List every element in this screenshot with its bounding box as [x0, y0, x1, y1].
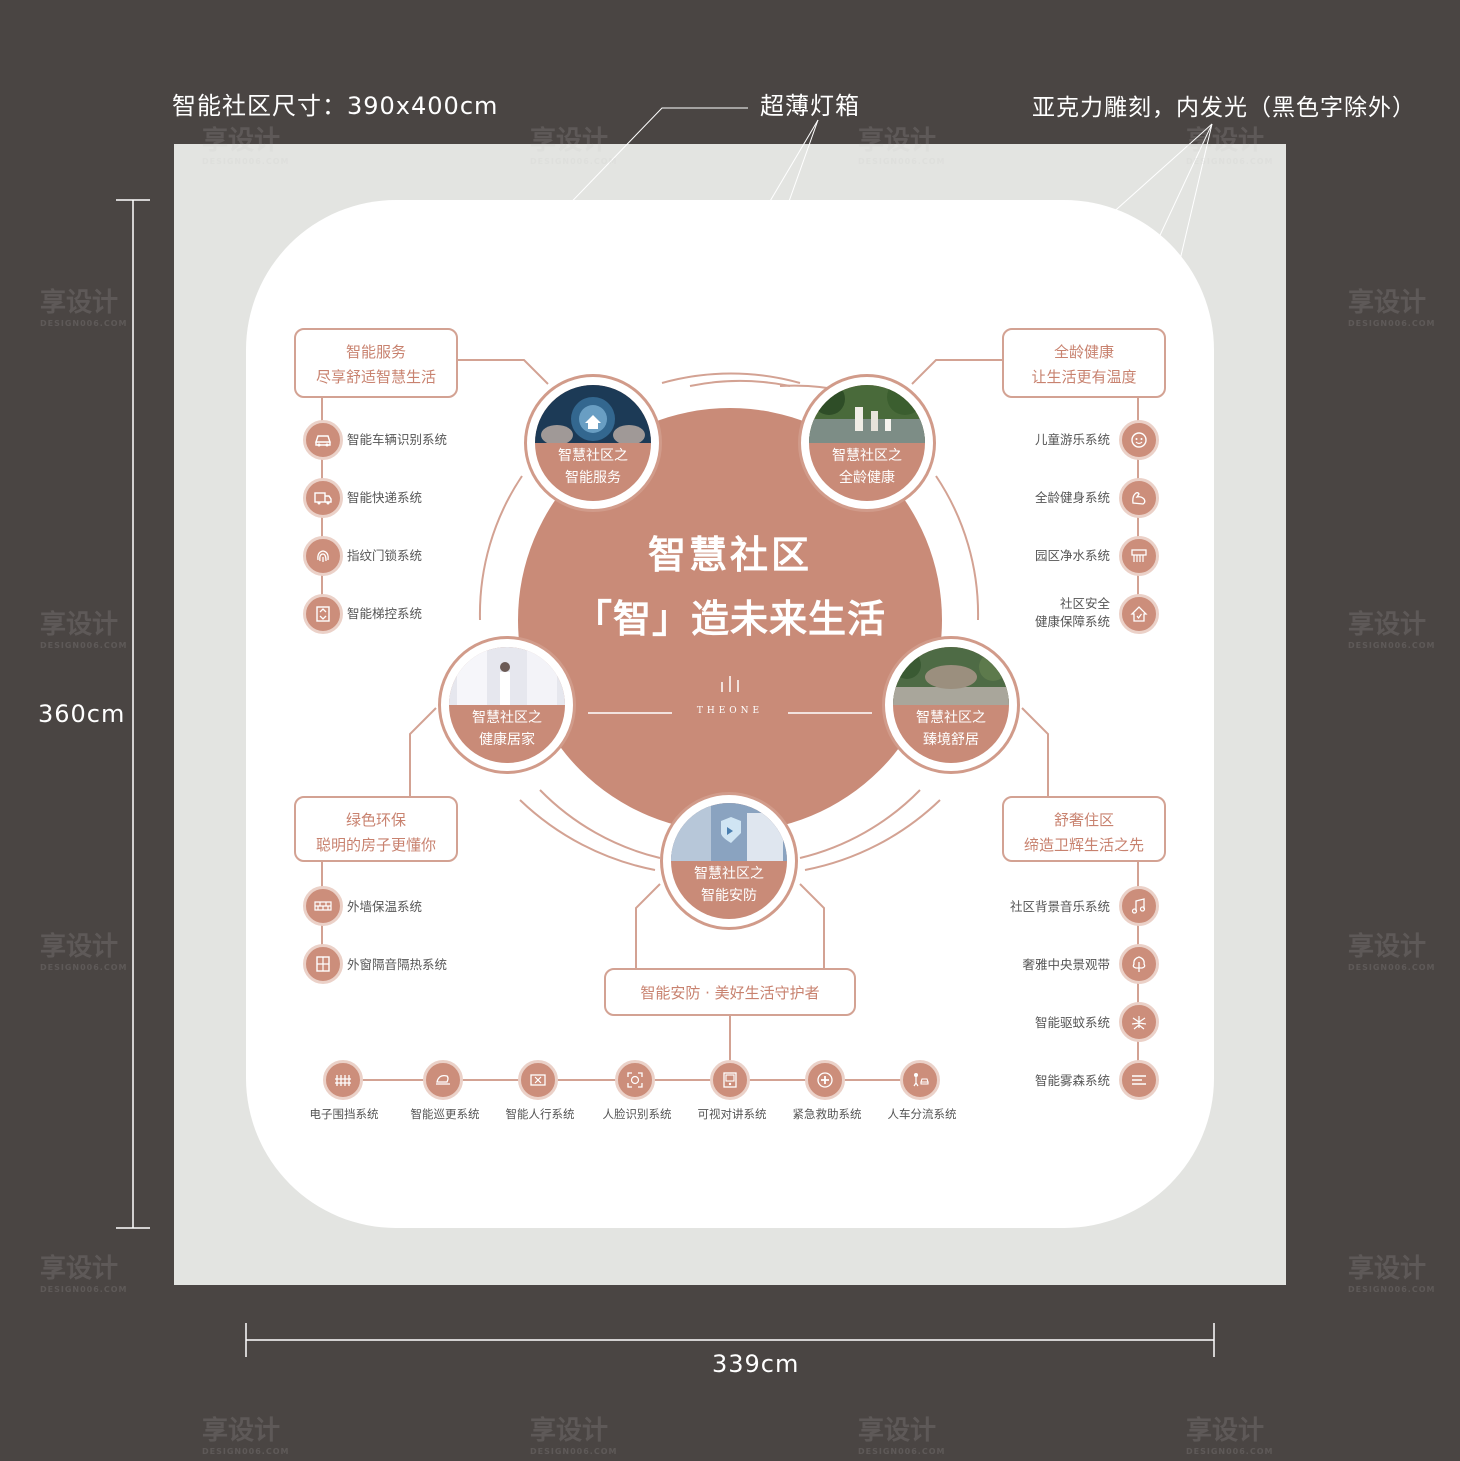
hub-healthy-home: 智慧社区之健康居家	[438, 636, 576, 774]
car-icon	[303, 420, 343, 460]
brand-logo: THEONE	[696, 706, 764, 716]
feature-label: 智能巡更系统	[410, 1107, 480, 1121]
center-title: 智慧社区	[647, 533, 812, 577]
hub-inner: 智慧社区之智能服务	[535, 385, 651, 501]
feature-label: 全龄健身系统	[1034, 490, 1110, 505]
feature-label: 智能车辆识别系统	[347, 432, 448, 447]
box-smart-security: 智能安防 · 美好生活守护者	[604, 968, 856, 1016]
box-luxury: 舒奢住区缔造卫辉生活之先	[1002, 796, 1166, 862]
center-subtitle: 「智」造未来生活	[573, 597, 886, 641]
box-full-age-health: 全龄健康让生活更有温度	[1002, 328, 1166, 398]
feature-label: 社区背景音乐系统	[1009, 899, 1110, 914]
hub-luxury-living: 智慧社区之臻境舒居	[882, 636, 1020, 774]
water-filter-icon	[1119, 536, 1159, 576]
muscle-icon	[1119, 478, 1159, 518]
feature-label: 外墙保温系统	[347, 899, 423, 914]
hub-smart-service: 智慧社区之智能服务	[524, 374, 662, 512]
feature-label: 智能驱蚊系统	[1034, 1015, 1110, 1030]
feature-label: 智能梯控系统	[347, 606, 423, 621]
hub-inner: 智慧社区之全龄健康	[809, 385, 925, 501]
feature-label: 紧急救助系统	[792, 1107, 862, 1121]
feature-label: 可视对讲系统	[697, 1107, 767, 1121]
acrylic-annotation: 亚克力雕刻，内发光（黑色字除外）	[1032, 95, 1416, 121]
child-face-icon	[1119, 420, 1159, 460]
garden-landscape-photo	[893, 647, 1009, 705]
feature-label: 奢雅中央景观带	[1022, 957, 1110, 972]
face-scan-icon	[615, 1060, 655, 1100]
feature-label: 社区安全 健康保障系统	[1034, 596, 1110, 629]
shield-hand-photo	[671, 803, 787, 861]
mist-icon	[1119, 1060, 1159, 1100]
feature-label: 指纹门锁系统	[347, 548, 423, 563]
window-woman-photo	[449, 647, 565, 705]
brick-wall-icon	[303, 886, 343, 926]
feature-label: 电子围挡系统	[309, 1107, 379, 1121]
globe-home-photo	[535, 385, 651, 443]
intercom-icon	[710, 1060, 750, 1100]
tree-icon	[1119, 944, 1159, 984]
emergency-icon	[805, 1060, 845, 1100]
feature-label: 人脸识别系统	[602, 1107, 672, 1121]
hub-smart-security: 智慧社区之智能安防	[660, 792, 798, 930]
width-dimension-label: 339cm	[712, 1350, 800, 1378]
music-note-icon	[1119, 886, 1159, 926]
safe-home-icon	[1119, 594, 1159, 634]
feature-label: 智能快递系统	[347, 490, 423, 505]
hub-inner: 智慧社区之臻境舒居	[893, 647, 1009, 763]
fingerprint-icon	[303, 536, 343, 576]
elevator-icon	[303, 594, 343, 634]
feature-label: 外窗隔音隔热系统	[347, 957, 448, 972]
mosquito-icon	[1119, 1002, 1159, 1042]
feature-label: 园区净水系统	[1034, 548, 1110, 563]
box-green: 绿色环保聪明的房子更懂你	[294, 796, 458, 862]
gate-icon	[518, 1060, 558, 1100]
feature-label: 人车分流系统	[887, 1107, 957, 1121]
family-park-photo	[809, 385, 925, 443]
size-annotation: 智能社区尺寸：390x400cm	[172, 92, 499, 120]
hub-full-age-health: 智慧社区之全龄健康	[798, 374, 936, 512]
feature-label: 儿童游乐系统	[1034, 432, 1110, 447]
feature-label: 智能雾森系统	[1034, 1073, 1110, 1088]
patrol-icon	[423, 1060, 463, 1100]
feature-label: 智能人行系统	[505, 1107, 575, 1121]
box-smart-service: 智能服务尽享舒适智慧生活	[294, 328, 458, 398]
lightbox-annotation: 超薄灯箱	[760, 92, 860, 120]
truck-icon	[303, 478, 343, 518]
hub-inner: 智慧社区之健康居家	[449, 647, 565, 763]
window-icon	[303, 944, 343, 984]
person-car-icon	[900, 1060, 940, 1100]
height-dimension-label: 360cm	[38, 700, 126, 728]
fence-icon	[323, 1060, 363, 1100]
hub-inner: 智慧社区之智能安防	[671, 803, 787, 919]
